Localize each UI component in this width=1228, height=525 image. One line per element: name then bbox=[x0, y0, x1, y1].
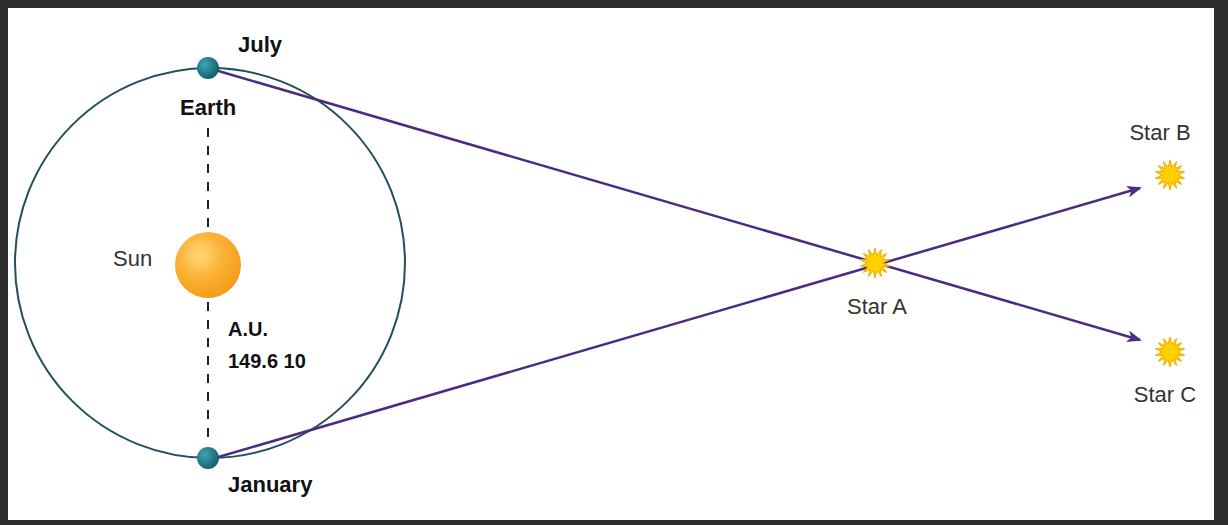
star-label: Star A bbox=[847, 294, 907, 319]
sight-line bbox=[215, 70, 1140, 340]
star-label: Star B bbox=[1129, 120, 1190, 145]
sun-label: Sun bbox=[113, 246, 152, 271]
star-label: Star C bbox=[1134, 382, 1196, 407]
dashed-line bbox=[207, 128, 209, 228]
sight-line bbox=[215, 188, 1140, 458]
month-label: July bbox=[238, 32, 282, 57]
earth-dot bbox=[197, 57, 219, 79]
earth-orbit bbox=[15, 68, 405, 458]
planet-label: Earth bbox=[180, 95, 236, 120]
sun-disc bbox=[175, 232, 241, 298]
month-label: January bbox=[228, 472, 312, 497]
unit-label: A.U. bbox=[228, 318, 268, 341]
earth-dot bbox=[197, 447, 219, 469]
star-icon bbox=[1155, 160, 1184, 190]
star-icon bbox=[1155, 337, 1184, 367]
star-icon bbox=[860, 248, 889, 278]
dashed-line bbox=[207, 302, 209, 446]
distance-value: 149.6 10 bbox=[228, 350, 306, 373]
